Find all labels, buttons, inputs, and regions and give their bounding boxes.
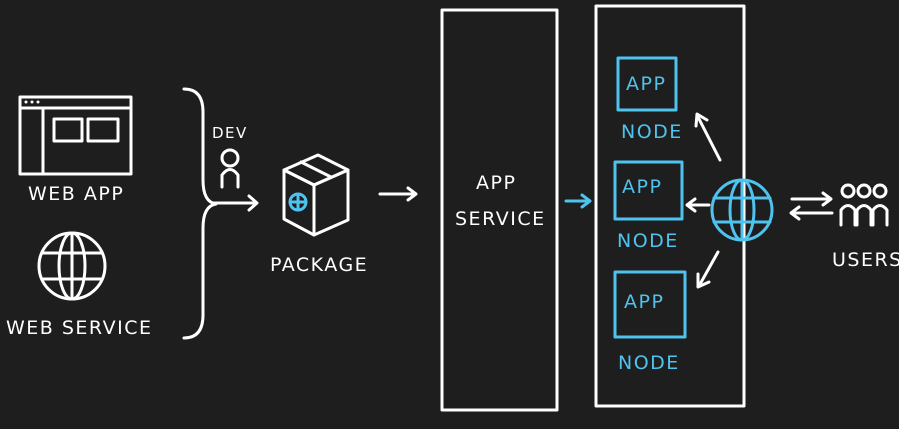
app-nodes-panel bbox=[594, 4, 746, 408]
arrow-service-to-nodes bbox=[564, 193, 592, 209]
node-3-app-box bbox=[613, 270, 687, 339]
dev-label: DEV bbox=[212, 124, 248, 142]
users-group-icon bbox=[839, 183, 889, 227]
arrow-dev-to-package bbox=[211, 194, 259, 212]
app-service-label-line1: APP bbox=[476, 172, 516, 194]
arrow-package-to-service bbox=[378, 186, 418, 202]
node-2-app-box bbox=[613, 160, 684, 221]
node-2-node-label: NODE bbox=[617, 230, 679, 252]
web-app-window-icon bbox=[18, 95, 133, 176]
load-balancer-globe-icon bbox=[710, 178, 774, 242]
node-3-node-label: NODE bbox=[618, 352, 680, 374]
users-label: USERS bbox=[832, 249, 899, 271]
developer-person-icon bbox=[220, 148, 240, 189]
web-service-label: WEB SERVICE bbox=[6, 317, 152, 339]
web-service-globe-icon bbox=[37, 231, 107, 301]
app-node-1: APP NODE bbox=[616, 56, 683, 143]
arrow-globe-to-users bbox=[790, 191, 833, 207]
arrow-globe-to-node-3 bbox=[696, 250, 720, 289]
package-box-icon bbox=[282, 153, 350, 237]
node-1-node-label: NODE bbox=[621, 121, 683, 143]
app-node-3: APP NODE bbox=[613, 270, 687, 374]
arrow-users-to-globe bbox=[789, 205, 834, 221]
arrow-globe-to-node-1 bbox=[694, 112, 722, 162]
node-1-app-label: APP bbox=[626, 73, 666, 95]
node-2-app-label: APP bbox=[622, 176, 662, 198]
arrow-globe-to-node-2 bbox=[685, 197, 711, 213]
web-app-label: WEB APP bbox=[28, 183, 124, 205]
app-service-panel bbox=[440, 8, 559, 412]
node-3-app-label: APP bbox=[624, 291, 664, 313]
node-1-app-box bbox=[616, 56, 678, 112]
package-label: PACKAGE bbox=[270, 254, 368, 276]
app-service-label-line2: SERVICE bbox=[455, 208, 546, 230]
app-node-2: APP NODE bbox=[613, 160, 684, 252]
